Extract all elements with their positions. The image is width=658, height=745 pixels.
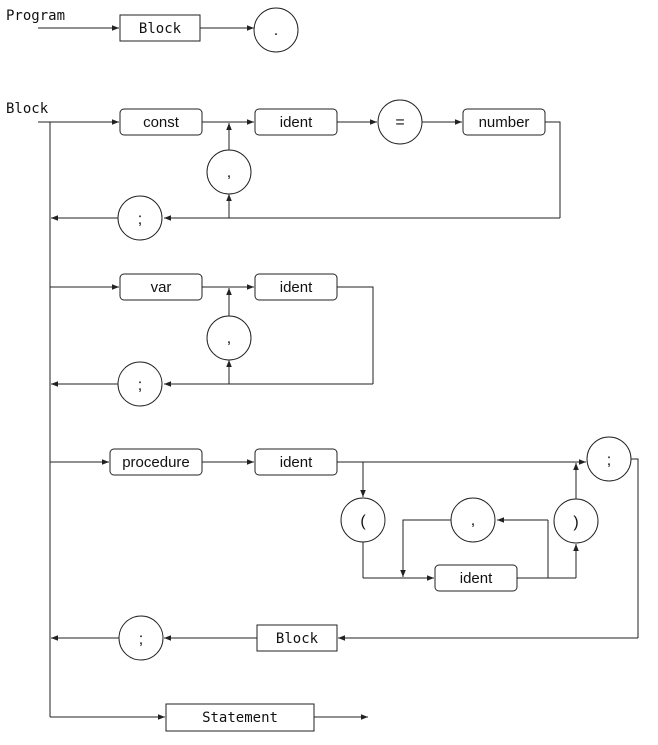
procedure-section: procedure ident ( ident ) , [50,436,639,661]
procedure-ident-label: ident [280,454,313,471]
program-diagram: Program Block . [6,7,299,53]
var-comma-label: , [227,330,231,347]
statement-section: Statement [50,703,368,732]
procedure-lparen-label: ( [360,513,366,530]
procedure-rparen-label: ) [573,514,578,531]
procedure-block-label: Block [276,631,319,647]
program-block-label: Block [139,21,182,37]
block-title: Block [6,101,49,117]
const-number-label: number [479,114,530,131]
const-semicolon-label: ; [138,211,142,228]
program-title: Program [6,8,65,24]
program-period-circle [253,7,299,53]
program-period-label: . [274,22,278,39]
procedure-comma-to-ident-arrow [400,519,451,577]
var-section: var ident ; , [50,273,374,407]
const-keyword-label: const [143,114,180,131]
var-exit-line [337,286,374,384]
var-semicolon-label: ; [138,377,142,394]
const-ident-label: ident [280,114,313,131]
procedure-semicolon-down-line [631,458,639,638]
procedure-block-box [256,624,338,652]
const-equals-label: = [395,114,404,131]
const-exit-line [545,121,561,218]
const-section: const ident = number ; , [50,99,561,241]
procedure-end-semicolon-label: ; [139,631,143,648]
var-keyword-label: var [151,279,172,296]
procedure-semicolon-label: ; [607,452,611,469]
block-diagram: Block const ident = number ; [6,99,639,732]
procedure-keyword-label: procedure [122,454,190,471]
procedure-comma-label: , [471,512,475,529]
statement-label: Statement [202,710,278,726]
var-ident-label: ident [280,279,313,296]
const-comma-label: , [227,164,231,181]
procedure-param-ident-label: ident [460,570,493,587]
